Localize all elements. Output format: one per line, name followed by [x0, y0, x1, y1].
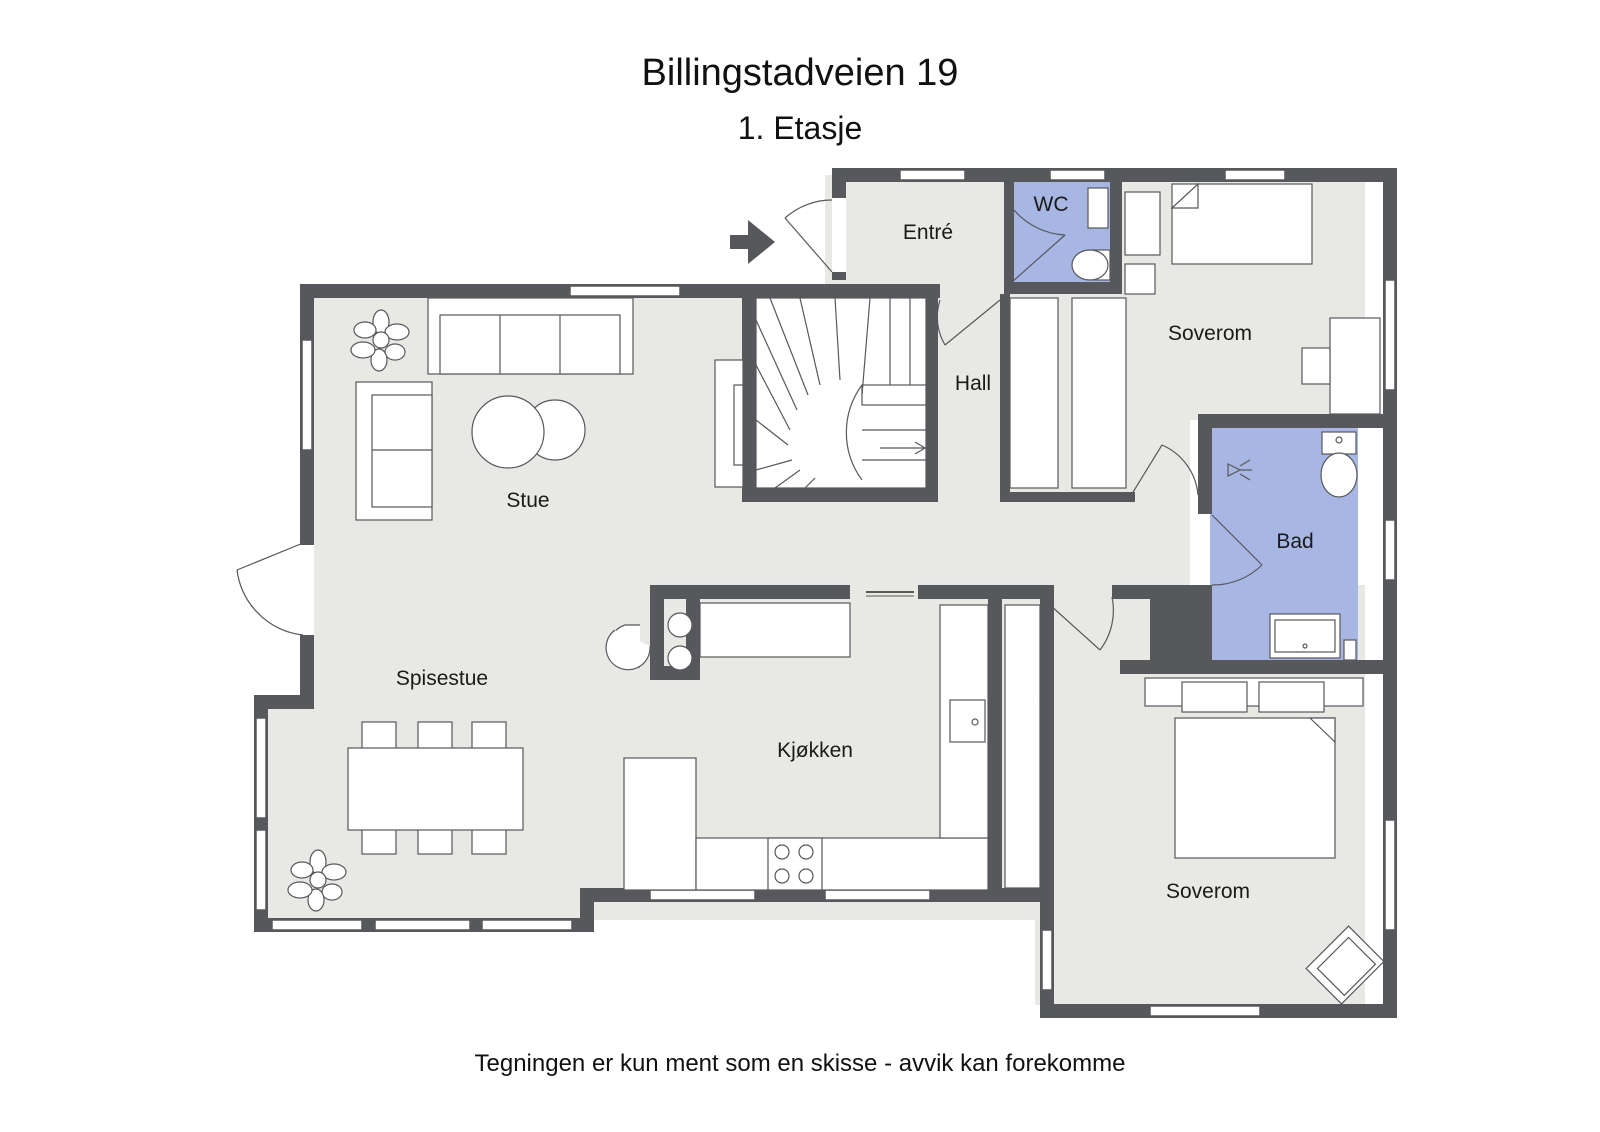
entrance-arrow-icon [730, 220, 775, 264]
armchair [1305, 925, 1385, 1005]
coffee-tables [471, 395, 586, 469]
wc-fixtures [1071, 187, 1111, 281]
plan-subtitle: 1. Etasje [737, 110, 863, 146]
bed-double [1144, 677, 1364, 859]
room-label-kjokken: Kjøkken [777, 739, 853, 762]
room-label-spisestue: Spisestue [396, 667, 488, 690]
room-label-soverom-top: Soverom [1168, 322, 1252, 345]
windows [255, 169, 1396, 1017]
dining-table [347, 721, 524, 855]
kitchen-counter [623, 604, 1045, 891]
fireplace [733, 384, 744, 466]
kitchen-island [605, 602, 851, 671]
staircase [755, 297, 927, 489]
bathroom-fixtures [1227, 431, 1358, 661]
room-label-stue: Stue [506, 489, 549, 512]
bed-single [1124, 182, 1313, 295]
doors [236, 198, 1263, 651]
desk-with-chair [1301, 317, 1381, 415]
plant-icon [287, 849, 347, 912]
room-label-soverom-bottom: Soverom [1166, 880, 1250, 903]
plan-title: Billingstadveien 19 [641, 52, 959, 94]
plant-icon [350, 309, 410, 372]
sofa-left [355, 381, 433, 521]
room-label-wc: WC [1034, 193, 1069, 216]
room-label-entre: Entré [903, 221, 953, 244]
hall-closets [1009, 297, 1127, 489]
room-label-bad: Bad [1276, 530, 1313, 553]
footer-disclaimer: Tegningen er kun ment som en skisse - av… [474, 1050, 1126, 1077]
sofa-top [427, 297, 634, 375]
room-label-hall: Hall [955, 372, 991, 395]
